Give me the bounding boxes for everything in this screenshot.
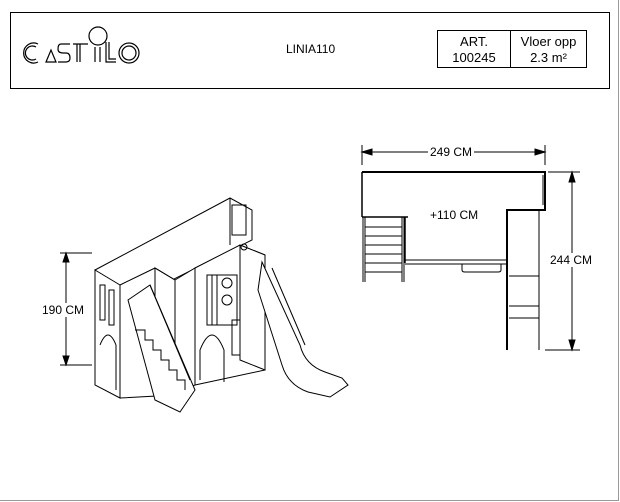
floor-area-box: Vloer opp 2.3 m² (510, 30, 587, 68)
width-label: 249 CM (428, 145, 475, 159)
depth-label: 244 CM (548, 253, 595, 267)
isometric-view (94, 197, 349, 413)
floor-area-label: Vloer opp (520, 34, 577, 49)
height-label: 190 CM (40, 303, 87, 317)
article-label: ART. (460, 34, 488, 49)
platform-height-label: +110 CM (430, 208, 479, 222)
title-block (10, 12, 610, 89)
plan-view (361, 171, 546, 350)
article-number: 100245 (452, 50, 496, 65)
castilo-logo (23, 26, 140, 64)
article-box: ART. 100245 (437, 30, 511, 68)
model-name: LINIA110 (286, 42, 336, 56)
floor-area-value: 2.3 m² (530, 50, 567, 65)
